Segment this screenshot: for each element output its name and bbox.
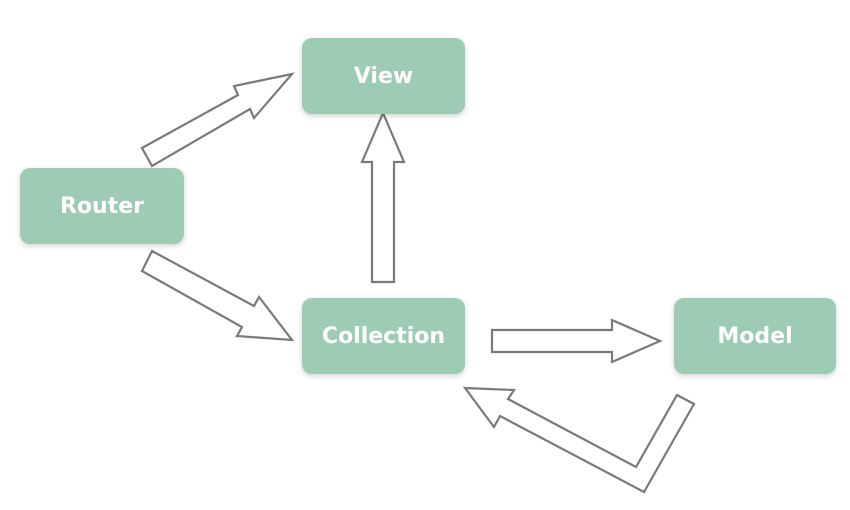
arrow-router-to-view [140,72,295,168]
node-collection-label: Collection [321,323,446,349]
node-model: Model [674,298,836,374]
arrow-collection-to-model [490,318,663,364]
node-router-label: Router [59,193,144,219]
arrow-collection-to-view [360,110,406,284]
node-model-label: Model [717,323,793,349]
arrow-router-to-collection [140,249,295,342]
arrow-model-to-collection [462,386,696,494]
node-collection: Collection [302,298,465,374]
node-router: Router [20,168,184,244]
node-view-label: View [353,63,414,89]
node-view: View [302,38,465,114]
